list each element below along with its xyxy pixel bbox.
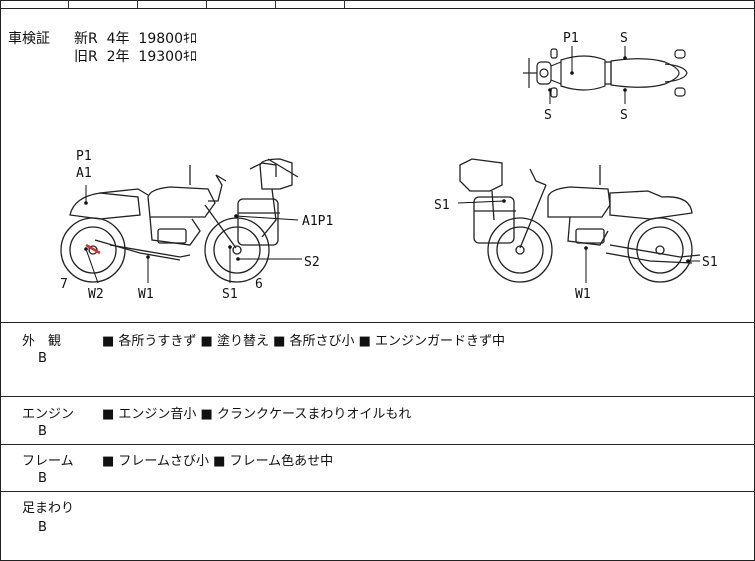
divider xyxy=(0,491,755,492)
top-s-right-label: S xyxy=(620,108,628,123)
category-name: 外 観 xyxy=(22,334,62,349)
top-view-diagram: P1 S S S xyxy=(523,31,688,123)
left-a1p1-label: A1P1 xyxy=(302,214,333,229)
header-cell xyxy=(276,0,345,8)
left-side-diagram: P1 A1 A1P1 S2 7 W2 W1 S1 6 xyxy=(60,149,333,302)
header-cell xyxy=(207,0,276,8)
shaken-new: 新R 4年 19800ｷﾛ xyxy=(74,31,197,47)
category-grade: B xyxy=(38,424,47,439)
right-side-diagram: S1 S1 W1 xyxy=(434,158,718,302)
header-cell xyxy=(0,0,69,8)
left-w2-label: W2 xyxy=(88,287,104,302)
left-w1-label: W1 xyxy=(138,287,154,302)
shaken-old: 旧R 2年 19300ｷﾛ xyxy=(74,49,197,65)
right-s1-top-label: S1 xyxy=(434,198,450,213)
category-notes: ■ 各所うすきず ■ 塗り替え ■ 各所さび小 ■ エンジンガードきず中 xyxy=(102,334,506,349)
left-a1-label: A1 xyxy=(76,166,92,181)
category-notes: ■ エンジン音小 ■ クランクケースまわりオイルもれ xyxy=(102,407,412,422)
left-6-label: 6 xyxy=(255,277,263,292)
category-grade: B xyxy=(38,351,47,366)
right-w1-label: W1 xyxy=(575,287,591,302)
category-grade: B xyxy=(38,520,47,535)
top-s-upper-label: S xyxy=(620,31,628,46)
header-cell xyxy=(138,0,207,8)
category-name: エンジン xyxy=(22,407,75,422)
left-s1-label: S1 xyxy=(222,287,238,302)
category-grade: B xyxy=(38,471,47,486)
shaken-label: 車検証 xyxy=(8,31,50,47)
top-s-left-label: S xyxy=(544,108,552,123)
category-notes: ■ フレームさび小 ■ フレーム色あせ中 xyxy=(102,454,334,469)
divider xyxy=(0,444,755,445)
divider xyxy=(0,322,755,323)
left-7-label: 7 xyxy=(60,277,68,292)
left-s2-label: S2 xyxy=(304,255,320,270)
header-cell xyxy=(69,0,138,8)
left-p1-label: P1 xyxy=(76,149,92,164)
category-name: 足まわり xyxy=(22,501,75,516)
divider xyxy=(0,396,755,397)
category-name: フレーム xyxy=(22,454,74,469)
right-s1-side-label: S1 xyxy=(702,255,718,270)
top-p1-label: P1 xyxy=(563,31,579,46)
header-row-remnant xyxy=(0,0,755,8)
divider xyxy=(0,8,755,9)
